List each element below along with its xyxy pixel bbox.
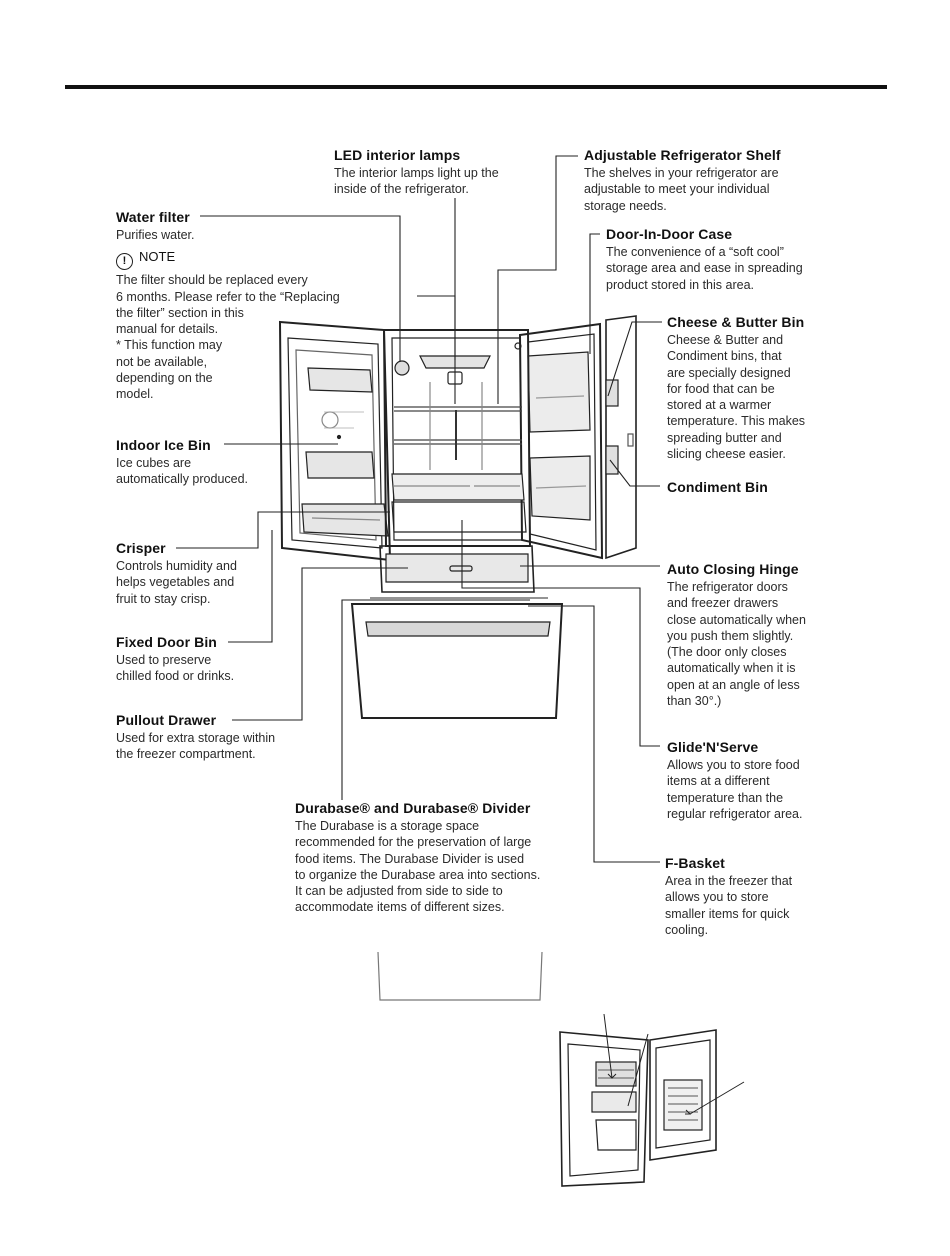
note-footnote: * This function may not be available, de… (116, 338, 223, 402)
callout-water-filter: Water filter Purifies water. ! NOTE The f… (116, 208, 340, 403)
callout-title: Adjustable Refrigerator Shelf (584, 147, 781, 163)
callout-description: Cheese & Butter and Condiment bins, that… (667, 333, 806, 462)
callout-f-basket: F-Basket Area in the freezer that allows… (665, 854, 792, 938)
callout-adjustable-shelf: Adjustable Refrigerator Shelf The shelve… (584, 146, 781, 214)
callout-title: Cheese & Butter Bin (667, 314, 805, 330)
callout-auto-closing-hinge: Auto Closing Hinge The refrigerator door… (667, 560, 806, 709)
callout-title: Water filter (116, 209, 190, 225)
note-body: The filter should be replaced every 6 mo… (116, 273, 340, 337)
callout-title: Glide'N'Serve (667, 739, 759, 755)
callout-led-interior-lamps: LED interior lamps The interior lamps li… (334, 146, 499, 198)
callout-title: Pullout Drawer (116, 712, 217, 728)
callout-description: Used to preserve chilled food or drinks. (116, 653, 235, 684)
callout-glide-n-serve: Glide'N'Serve Allows you to store food i… (667, 738, 802, 822)
callout-description: The refrigerator doors and freezer drawe… (667, 580, 806, 709)
callout-fixed-door-bin: Fixed Door Bin Used to preserve chilled … (116, 633, 234, 685)
callout-title: F-Basket (665, 855, 725, 871)
callout-title: LED interior lamps (334, 147, 461, 163)
callout-cheese-butter-bin: Cheese & Butter Bin Cheese & Butter and … (667, 313, 805, 462)
callout-description: Allows you to store food items at a diff… (667, 758, 803, 821)
callout-condiment-bin: Condiment Bin (667, 478, 768, 497)
callout-description: Used for extra storage within the freeze… (116, 731, 276, 762)
callout-description: The interior lamps light up the inside o… (334, 166, 499, 197)
callout-title: Door-In-Door Case (606, 226, 733, 242)
callout-crisper: Crisper Controls humidity and helps vege… (116, 539, 237, 607)
note-title: NOTE (139, 249, 176, 265)
callout-description: Purifies water. (116, 228, 195, 242)
callout-durabase: Durabase® and Durabase® Divider The Dura… (295, 799, 540, 916)
leader-lines (176, 155, 662, 863)
inset-illustration (559, 1013, 745, 1187)
callout-title: Auto Closing Hinge (667, 561, 799, 577)
callout-title: Indoor Ice Bin (116, 437, 211, 453)
note-heading: ! NOTE (116, 247, 340, 271)
callout-title: Condiment Bin (667, 479, 768, 495)
callout-description: The Durabase is a storage space recommen… (295, 819, 541, 915)
callout-description: Area in the freezer that allows you to s… (665, 874, 793, 937)
header-rule (65, 85, 887, 89)
callout-door-in-door-case: Door-In-Door Case The convenience of a “… (606, 225, 803, 293)
callout-title: Crisper (116, 540, 166, 556)
exclamation-icon: ! (116, 253, 133, 271)
callout-pullout-drawer: Pullout Drawer Used for extra storage wi… (116, 711, 275, 763)
callout-description: The shelves in your refrigerator are adj… (584, 166, 779, 213)
callout-description: Controls humidity and helps vegetables a… (116, 559, 237, 606)
callout-title: Fixed Door Bin (116, 634, 217, 650)
callout-title: Durabase® and Durabase® Divider (295, 800, 531, 816)
callout-description: The convenience of a “soft cool” storage… (606, 245, 803, 292)
callout-description: Ice cubes are automatically produced. (116, 456, 249, 487)
refrigerator-illustration (278, 315, 637, 1001)
callout-indoor-ice-bin: Indoor Ice Bin Ice cubes are automatical… (116, 436, 248, 488)
